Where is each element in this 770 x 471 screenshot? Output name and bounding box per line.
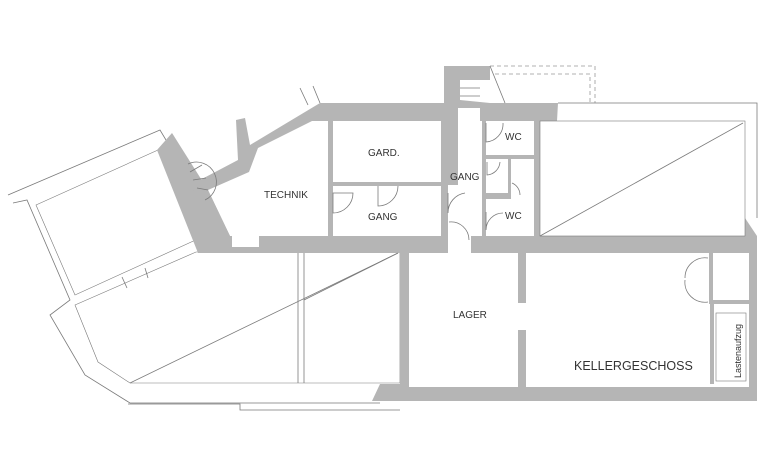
left-outline (7, 85, 401, 411)
spiral-stair (187, 161, 217, 201)
room-label-gang-left: GANG (368, 212, 398, 223)
room-label-wc-bottom: WC (505, 211, 522, 222)
room-label-technik: TECHNIK (264, 190, 308, 201)
room-label-lager: LAGER (453, 310, 487, 321)
room-label-lastenaufzug: Lastenaufzug (733, 324, 743, 378)
floor-title: KELLERGESCHOSS (574, 359, 693, 373)
room-label-gang-center: GANG (450, 172, 480, 183)
room-label-wc-top: WC (505, 132, 522, 143)
walls (157, 66, 757, 401)
doors (332, 122, 709, 303)
lastenaufzug-shaft (715, 312, 747, 382)
straight-stair (460, 65, 596, 104)
room-label-gard: GARD. (368, 148, 400, 159)
